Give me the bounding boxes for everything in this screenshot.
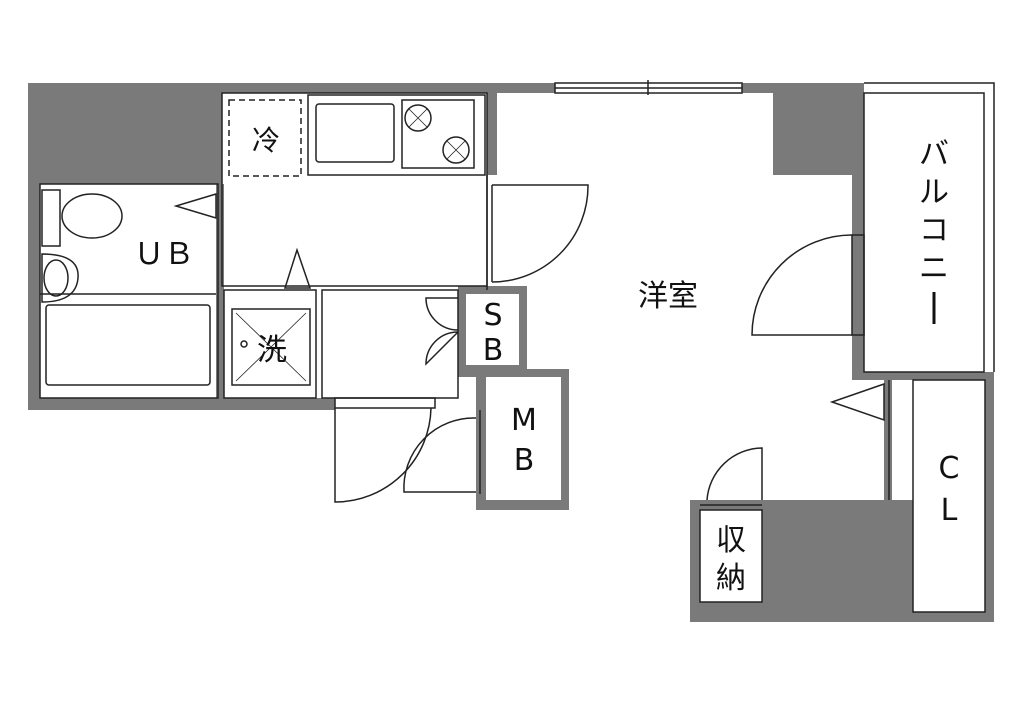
closet-door-marker [829, 382, 885, 422]
wall-mb [476, 369, 569, 510]
washer-area [223, 289, 317, 399]
bath-area [39, 183, 219, 399]
entry-door-swing [334, 407, 432, 503]
label-closet-l: L [941, 493, 958, 528]
labels: 洋室 ＵＢ 冷 洗 S B M B 収 納 C L バ ル コ ニ [134, 124, 959, 596]
wall-closet-top [852, 372, 994, 380]
wall-top-left [28, 83, 555, 410]
toilet-bowl [61, 193, 123, 239]
wall-top-right [742, 83, 864, 372]
label-meterbox-m: M [511, 403, 537, 438]
balcony-door-frame [851, 234, 865, 336]
label-washer: 洗 [257, 333, 287, 368]
toilet-tank [41, 189, 61, 247]
washer-cross [235, 312, 307, 382]
burner-cross-2 [446, 140, 466, 160]
label-fridge: 冷 [252, 124, 280, 157]
label-meterbox-b: B [514, 443, 535, 478]
label-shoebox-s: S [483, 298, 502, 333]
kitchen-area [221, 92, 488, 287]
label-balcony-1: バ [919, 137, 949, 172]
shoebox-door-1 [425, 297, 459, 331]
label-closet-c: C [939, 451, 960, 486]
shoebox-door-2 [425, 331, 459, 366]
kitchen-counter [307, 94, 486, 176]
label-unit-bath: ＵＢ [134, 237, 194, 272]
label-storage-1: 収 [716, 523, 746, 558]
wall-shoebox [458, 286, 527, 369]
burner-1 [404, 104, 432, 132]
wall-infill-closet-left [890, 500, 913, 612]
burner-2 [442, 136, 470, 164]
wall-mb-left [458, 365, 486, 377]
fixtures [39, 80, 995, 506]
wall-center-top [487, 93, 497, 175]
fridge-box [228, 99, 302, 177]
balcony-door-swing [751, 234, 853, 336]
bath-sink [41, 253, 79, 303]
washer-drain [240, 340, 248, 348]
wall-storage-bottom [700, 502, 762, 510]
kitchen-sink [315, 103, 395, 163]
closet-area [912, 379, 986, 613]
burner-cross-1 [408, 108, 428, 128]
bath-sink-basin [43, 259, 69, 297]
kitchen-stove [401, 99, 475, 169]
outline-balcony [864, 82, 995, 372]
label-shoebox-b: B [483, 333, 504, 368]
wall-infill [762, 500, 913, 612]
storage-area [699, 509, 763, 603]
entry-area [321, 289, 459, 399]
kitchen-door-marker [283, 247, 312, 289]
label-balcony-4: ニ [919, 251, 949, 286]
bath-door-marker [173, 192, 217, 220]
washer-pan [231, 308, 311, 386]
storage-door-swing [706, 447, 763, 501]
label-balcony-3: コ [919, 213, 949, 248]
bathtub [45, 304, 211, 386]
label-balcony-2: ル [919, 175, 949, 210]
entry-door-2 [403, 417, 477, 493]
interior-areas [699, 379, 986, 613]
label-western-room: 洋室 [638, 279, 698, 314]
wall-infill-storage [762, 500, 913, 612]
wall-room-right [884, 380, 892, 500]
label-storage-2: 納 [716, 561, 746, 596]
balcony-area [863, 92, 985, 373]
room-door-swing [491, 184, 589, 283]
entry-door-frame [334, 397, 436, 409]
wall-bath-divider [216, 184, 224, 398]
